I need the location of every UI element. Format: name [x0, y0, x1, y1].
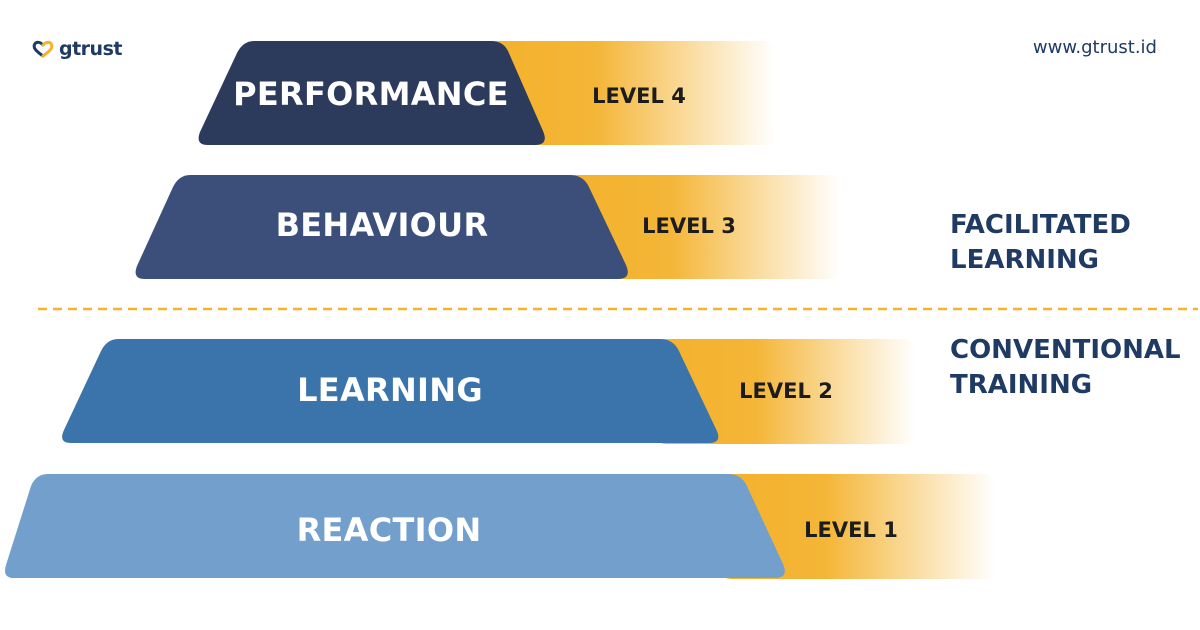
- level-1-tier: REACTION LEVEL 1: [5, 474, 1000, 579]
- heart-link-icon: [32, 40, 54, 58]
- brand-logo: gtrust: [32, 36, 122, 62]
- level-3-tag: LEVEL 3: [642, 214, 736, 238]
- level-2-tier: LEARNING LEVEL 2: [62, 339, 920, 444]
- level-3-name: BEHAVIOUR: [276, 206, 489, 244]
- facilitated-learning-label: FACILITATED LEARNING: [950, 208, 1131, 278]
- conventional-training-label: CONVENTIONAL TRAINING: [950, 333, 1181, 403]
- facilitated-label-line1: FACILITATED: [950, 210, 1131, 240]
- level-2-block: [62, 339, 719, 443]
- level-1-name: REACTION: [297, 511, 482, 549]
- level-1-block: [5, 474, 785, 578]
- level-1-tag: LEVEL 1: [804, 518, 898, 542]
- level-1-tag-bar: [715, 474, 1000, 579]
- level-2-tag: LEVEL 2: [739, 379, 833, 403]
- level-3-tier: BEHAVIOUR LEVEL 3: [135, 175, 845, 279]
- level-4-name: PERFORMANCE: [233, 75, 509, 113]
- conventional-label-line1: CONVENTIONAL: [950, 335, 1181, 365]
- level-3-tag-bar: [560, 175, 845, 279]
- level-4-tier: PERFORMANCE LEVEL 4: [198, 41, 780, 145]
- level-2-name: LEARNING: [297, 371, 483, 409]
- facilitated-label-line2: LEARNING: [950, 245, 1100, 275]
- website-url[interactable]: www.gtrust.id: [1032, 37, 1157, 58]
- level-2-tag-bar: [650, 339, 920, 444]
- level-3-block: [135, 175, 628, 279]
- level-4-tag: LEVEL 4: [592, 84, 686, 108]
- level-4-tag-bar: [480, 41, 780, 145]
- conventional-label-line2: TRAINING: [950, 370, 1093, 400]
- brand-name: gtrust: [59, 38, 122, 60]
- level-4-block: [198, 41, 545, 145]
